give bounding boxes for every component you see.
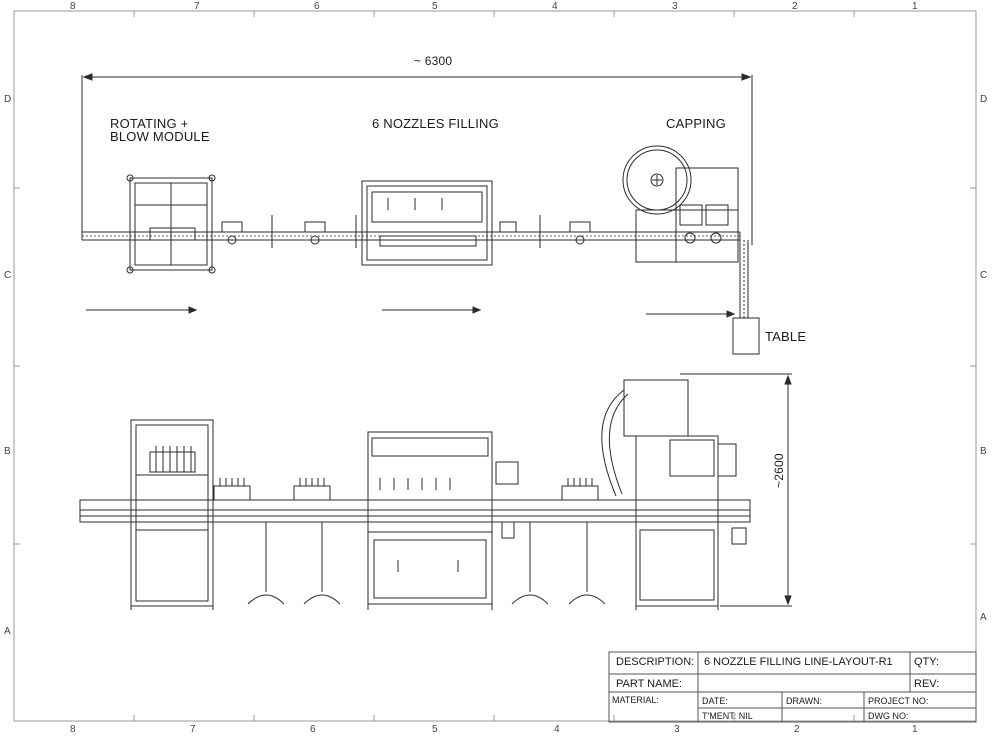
date-label: DATE:: [702, 696, 728, 706]
zone-row-d: D: [4, 94, 12, 105]
zone-row-c-right: C: [980, 270, 988, 281]
side-view-conveyor: [79, 499, 751, 523]
zone-col-3: 3: [672, 1, 678, 12]
description-label: DESCRIPTION:: [616, 656, 695, 668]
bottles-side: [213, 478, 599, 501]
dwg-no-label: DWG NO:: [868, 711, 909, 721]
zone-col-7-bottom: 7: [190, 724, 196, 735]
width-dimension: [81, 73, 753, 245]
part-name-label: PART NAME:: [616, 678, 683, 690]
top-drives: [221, 215, 591, 248]
top-view-conveyor: [82, 231, 749, 318]
table-box: [732, 317, 760, 355]
zone-row-b-right: B: [980, 446, 987, 457]
filling-machine-side: [367, 431, 519, 610]
rev-label: REV:: [914, 678, 940, 690]
zone-row-c: C: [4, 270, 12, 281]
blow-module-top: [126, 174, 216, 274]
zone-row-a: A: [4, 626, 11, 637]
zone-col-7: 7: [194, 1, 200, 12]
zone-col-5-bottom: 5: [432, 724, 438, 735]
zone-col-1: 1: [912, 1, 918, 12]
zone-col-8-bottom: 8: [70, 724, 76, 735]
zone-row-a-right: A: [980, 612, 987, 623]
zone-col-5: 5: [432, 1, 438, 12]
zone-col-1-bottom: 1: [912, 724, 918, 735]
zone-col-4: 4: [552, 1, 558, 12]
capping-top: [622, 145, 739, 263]
zone-col-8: 8: [70, 1, 76, 12]
zone-col-6-bottom: 6: [310, 724, 316, 735]
flow-arrows: [86, 306, 736, 318]
filling-label: 6 NOZZLES FILLING: [372, 116, 499, 131]
blow-module-label: BLOW MODULE: [110, 129, 210, 144]
qty-label: QTY:: [914, 656, 940, 668]
treatment-label: T'MENT: NIL: [702, 711, 753, 721]
zone-col-6: 6: [314, 1, 320, 12]
capping-label: CAPPING: [666, 116, 726, 131]
project-no-label: PROJECT NO:: [868, 696, 929, 706]
zone-ticks: [14, 11, 976, 721]
width-dimension-label: ~ 6300: [414, 54, 453, 68]
zone-col-2: 2: [792, 1, 798, 12]
zone-col-3-bottom: 3: [674, 724, 680, 735]
blow-module-side: [130, 419, 214, 610]
filling-machine-top: [361, 180, 493, 266]
material-label: MATERIAL:: [612, 695, 659, 705]
description-value: 6 NOZZLE FILLING LINE-LAYOUT-R1: [704, 656, 893, 668]
table-label: TABLE: [765, 329, 807, 344]
drawn-label: DRAWN:: [786, 696, 823, 706]
capping-side: [601, 379, 747, 610]
rotating-label: ROTATING +: [110, 116, 189, 131]
height-dimension: [680, 373, 792, 607]
zone-row-d-right: D: [980, 94, 988, 105]
height-dimension-label: ~2600: [772, 453, 786, 488]
zone-col-2-bottom: 2: [794, 724, 800, 735]
title-block-lines: [608, 651, 977, 723]
zone-col-4-bottom: 4: [554, 724, 560, 735]
zone-row-b: B: [4, 446, 11, 457]
conveyor-stands: [247, 522, 606, 605]
